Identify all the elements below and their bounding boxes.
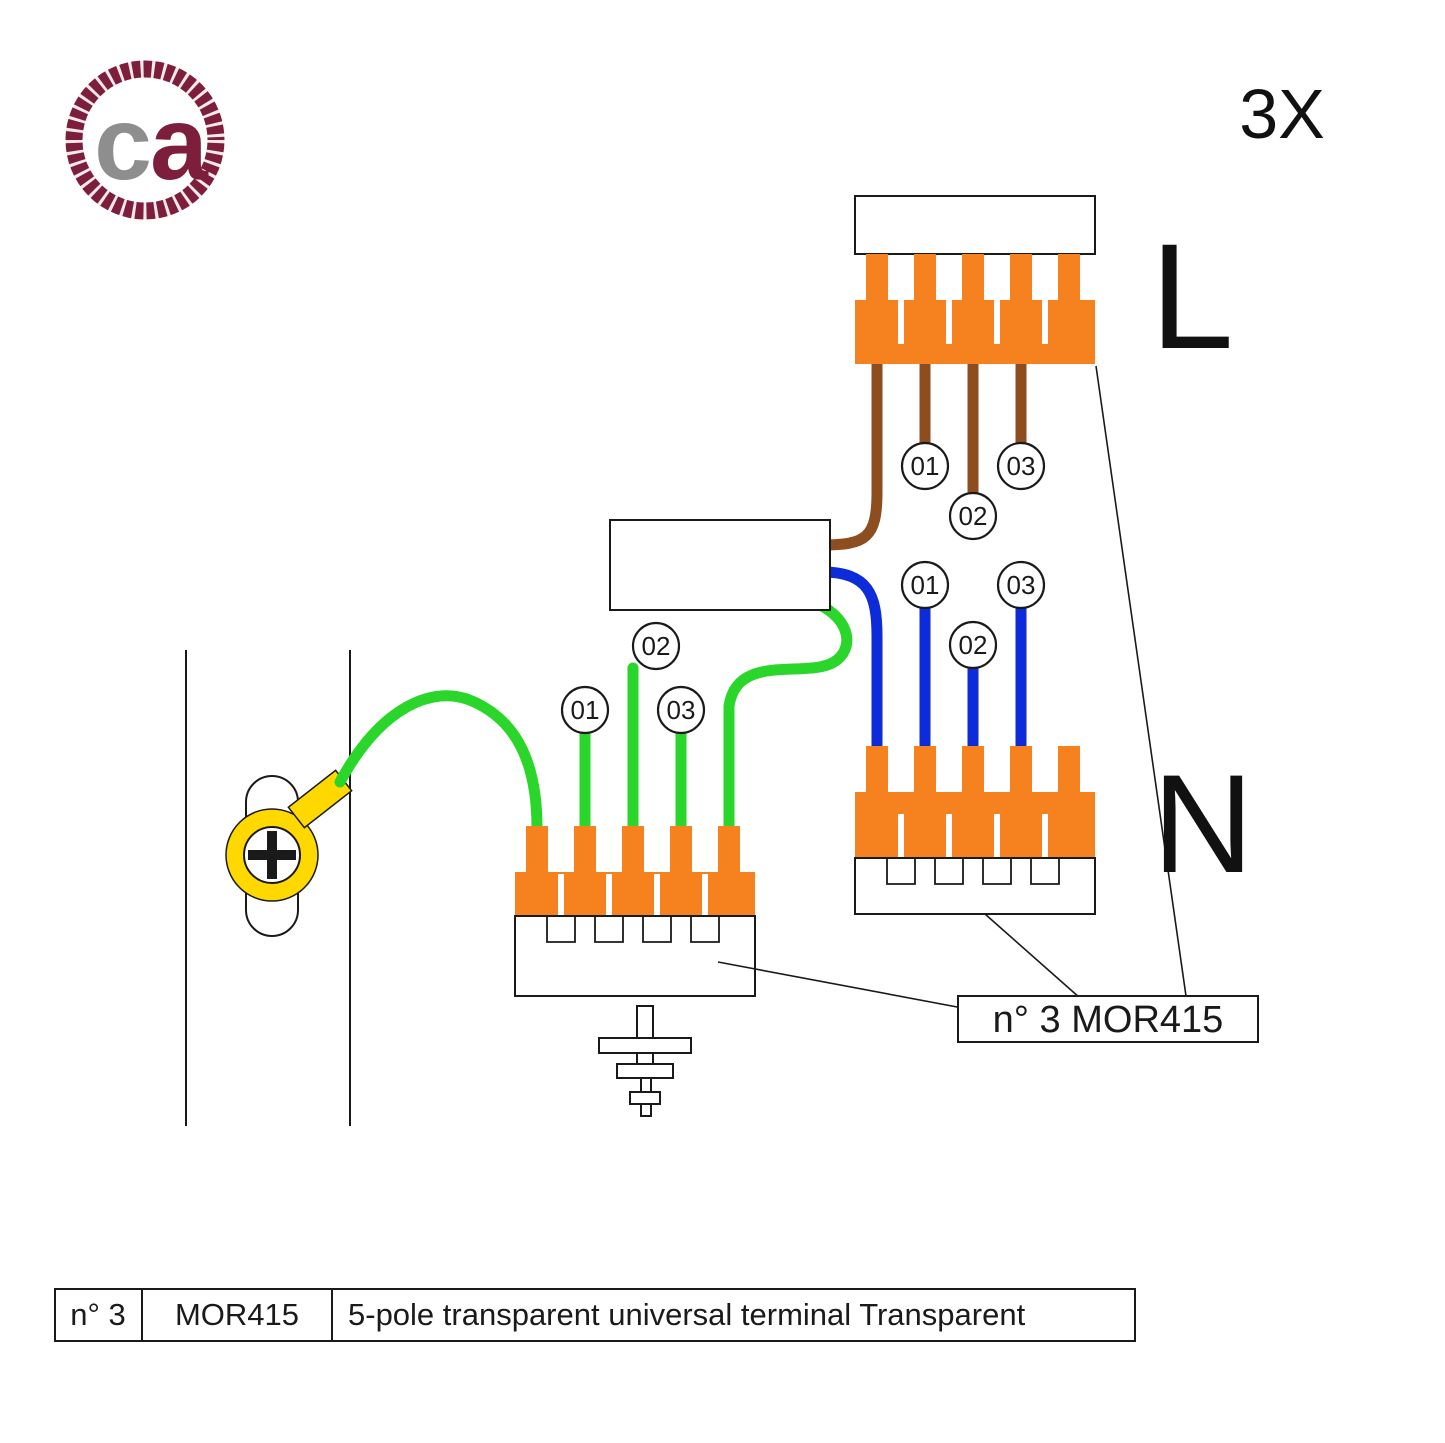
terminal-slot	[606, 874, 612, 916]
earth-symbol-bar2	[616, 1063, 674, 1079]
badge-label: 02	[959, 630, 988, 660]
quantity-label: 3X	[1239, 75, 1325, 153]
legend-code: MOR415	[175, 1297, 299, 1332]
terminal-lever	[1058, 254, 1080, 300]
terminal-body	[515, 872, 755, 916]
wire-badge-neutral-03: 03	[996, 560, 1046, 610]
terminal-lever	[622, 826, 644, 872]
badge-label: 01	[571, 695, 600, 725]
leader-line-live	[1095, 365, 1187, 997]
wire-badge-earth-01: 01	[560, 685, 610, 735]
terminal-slot	[702, 874, 708, 916]
badge-circle	[948, 620, 998, 670]
terminal-lever	[962, 254, 984, 300]
terminal-slot	[946, 300, 952, 344]
terminal-lever	[718, 826, 740, 872]
wire-badge-live-02: 02	[948, 491, 998, 541]
logo-letter-a: a	[150, 86, 209, 202]
terminal-housing	[514, 915, 756, 997]
terminal-comb	[515, 915, 755, 943]
terminal-lever	[866, 254, 888, 300]
badge-circle	[996, 560, 1046, 610]
brand-logo: ca	[65, 60, 225, 220]
wire-badge-earth-03: 03	[656, 685, 706, 735]
terminal-slot	[994, 300, 1000, 344]
badge-label: 01	[911, 570, 940, 600]
earth-wire-ring	[334, 690, 543, 834]
terminal-housing	[854, 857, 1096, 915]
live-wire-main	[816, 358, 883, 551]
badge-circle	[948, 491, 998, 541]
logo-wordmark: ca	[94, 86, 209, 202]
terminal-slot	[654, 874, 660, 916]
terminal-block-live	[854, 195, 1096, 364]
screw-cross-icon	[267, 831, 277, 879]
live-terminal-letter: L	[1150, 212, 1233, 380]
earth-symbol-bar3	[629, 1091, 661, 1105]
terminal-slot	[558, 874, 564, 916]
badge-circle	[996, 441, 1046, 491]
terminal-lever	[914, 746, 936, 792]
terminal-slot	[946, 814, 952, 858]
terminal-lever	[962, 746, 984, 792]
badge-label: 03	[667, 695, 696, 725]
badge-circle	[560, 685, 610, 735]
badge-label: 03	[1007, 570, 1036, 600]
wire-badge-live-03: 03	[996, 441, 1046, 491]
wire-badge-neutral-01: 01	[900, 560, 950, 610]
badge-circle	[631, 621, 681, 671]
terminal-slot	[1042, 300, 1048, 344]
terminal-housing	[854, 195, 1096, 255]
badge-circle	[900, 441, 950, 491]
badge-label: 01	[911, 451, 940, 481]
earth-symbol-stem	[636, 1005, 654, 1065]
badge-label: 02	[959, 501, 988, 531]
earth-wire-main	[723, 598, 853, 834]
legend-quantity: n° 3	[70, 1297, 126, 1332]
earth-symbol-icon	[598, 1005, 692, 1117]
wire-badge-earth-02: 02	[631, 621, 681, 671]
neutral-terminal-letter: N	[1152, 745, 1253, 902]
earth-symbol-tail	[640, 1103, 652, 1117]
neutral-wire-main	[816, 566, 883, 754]
legend-table: n° 3 MOR415 5-pole transparent universal…	[54, 1288, 1136, 1342]
power-source-box	[609, 519, 831, 611]
logo-letter-c: c	[94, 86, 150, 202]
terminal-slot	[898, 814, 904, 858]
badge-circle	[656, 685, 706, 735]
wire-badge-live-01: 01	[900, 441, 950, 491]
logo-rope-texture	[65, 60, 225, 220]
terminal-slot	[1042, 814, 1048, 858]
callout-label: n° 3 MOR415	[993, 999, 1224, 1041]
earth-symbol-bar1	[598, 1037, 692, 1054]
terminal-body	[855, 300, 1095, 364]
terminal-lever	[574, 826, 596, 872]
terminal-lever	[1058, 746, 1080, 792]
legend-description: 5-pole transparent universal terminal Tr…	[348, 1297, 1026, 1332]
terminal-lever	[914, 254, 936, 300]
terminal-lever	[1010, 746, 1032, 792]
terminal-block-neutral	[854, 746, 1096, 915]
terminal-body	[855, 792, 1095, 858]
terminal-lever	[1010, 254, 1032, 300]
callout-box	[957, 995, 1259, 1043]
terminal-lever	[670, 826, 692, 872]
terminal-slot	[898, 300, 904, 344]
terminal-slot	[994, 814, 1000, 858]
terminal-lever	[866, 746, 888, 792]
leader-line-neutral	[984, 913, 1081, 999]
badge-label: 02	[642, 631, 671, 661]
legend-table-border	[54, 1288, 1136, 1342]
badge-label: 03	[1007, 451, 1036, 481]
terminal-lever	[526, 826, 548, 872]
wire-badge-neutral-02: 02	[948, 620, 998, 670]
badge-circle	[900, 560, 950, 610]
earth-symbol-stem2	[640, 1077, 652, 1093]
terminal-comb	[855, 857, 1095, 885]
terminal-block-earth	[514, 826, 756, 997]
